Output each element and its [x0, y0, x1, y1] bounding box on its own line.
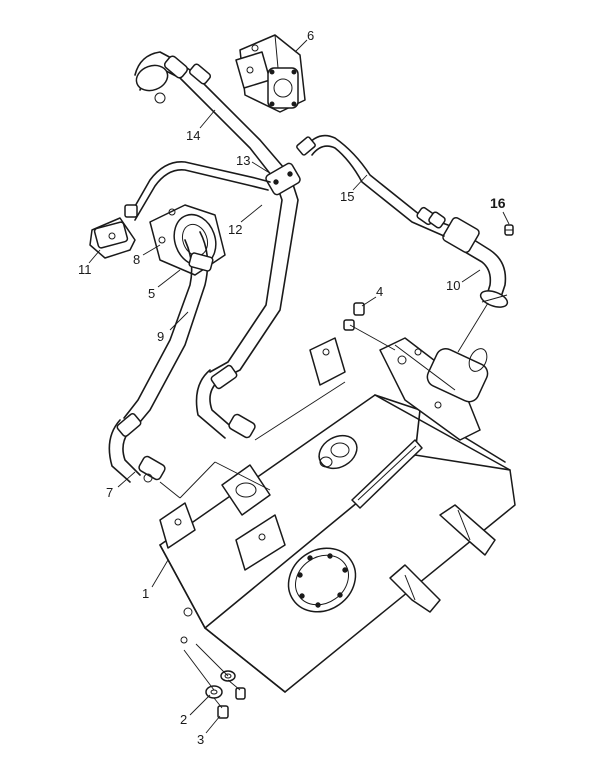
callout-12: 12 [228, 222, 242, 237]
callout-15: 15 [340, 189, 354, 204]
callout-2: 2 [180, 712, 187, 727]
valve-assembly-10 [442, 216, 509, 308]
callout-13: 13 [236, 153, 250, 168]
fitting-16 [504, 224, 514, 236]
elbow-7 [108, 413, 166, 483]
assembly-lines [159, 302, 489, 709]
clamp-12-13 [265, 162, 301, 196]
callout-9: 9 [157, 329, 164, 344]
return-filter-assembly [379, 337, 489, 441]
hose-15 [296, 134, 449, 237]
callout-4: 4 [376, 284, 383, 299]
callout-7: 7 [106, 485, 113, 500]
hose-9 [123, 231, 214, 429]
callout-6: 6 [307, 28, 314, 43]
callout-8: 8 [133, 252, 140, 267]
callout-5: 5 [148, 286, 155, 301]
callout-numbers: 1 2 3 4 5 6 7 8 9 10 11 12 13 14 15 16 [78, 28, 506, 747]
callout-14: 14 [186, 128, 200, 143]
bolt-3 [217, 687, 246, 719]
callout-10: 10 [446, 278, 460, 293]
callout-3: 3 [197, 732, 204, 747]
callout-11: 11 [78, 262, 92, 277]
pump-6 [235, 34, 306, 113]
bolt-4 [343, 302, 365, 331]
callout-1: 1 [142, 586, 149, 601]
callout-16: 16 [490, 195, 506, 211]
pressure-line [124, 161, 271, 221]
valve-11 [89, 217, 136, 259]
elbow-pipe-14 [195, 364, 256, 439]
pipe-14 [134, 51, 299, 381]
leader-lines [88, 39, 510, 734]
motor-8 [149, 204, 226, 276]
